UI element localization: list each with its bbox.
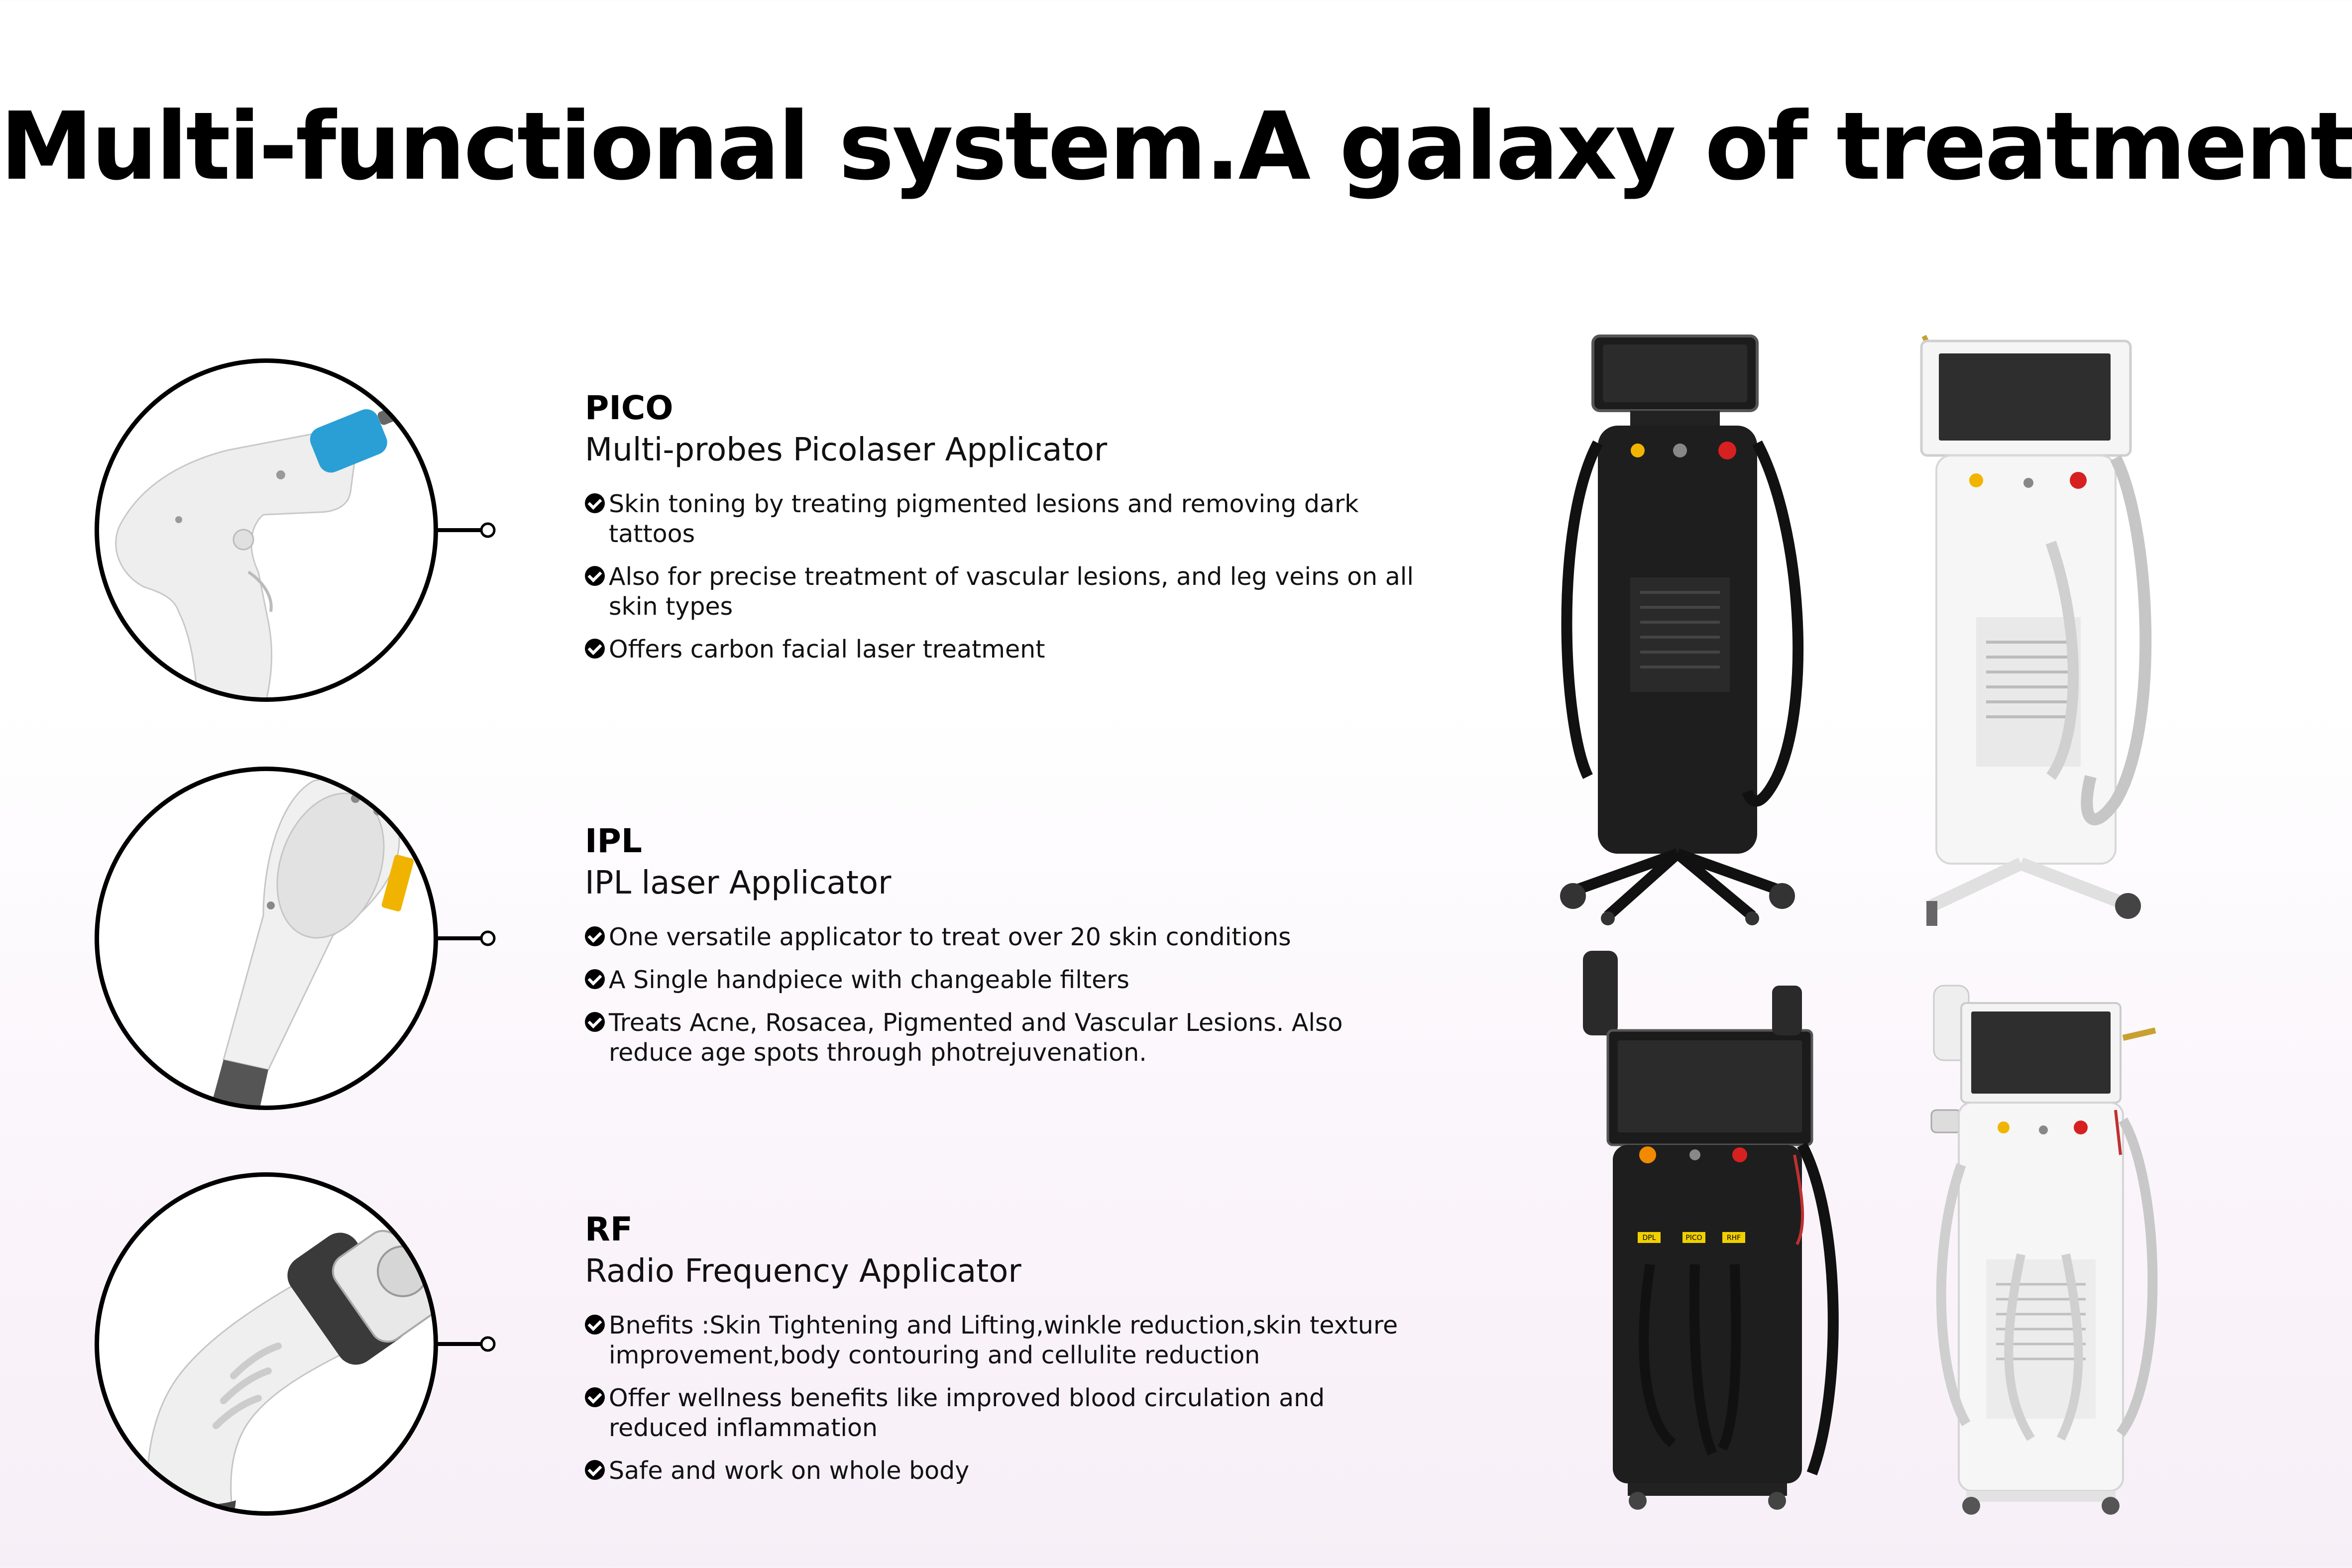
bullet-item: Skin toning by treating pigmented lesion… — [585, 489, 1431, 549]
bullet-text: Bnefits :Skin Tightening and Lifting,win… — [609, 1311, 1398, 1370]
check-circle-icon — [585, 1460, 605, 1480]
pico-label: PICO — [1685, 1234, 1702, 1242]
page-title: Multi-functional system.A galaxy of trea… — [0, 92, 2352, 201]
rf-handpiece-image — [95, 1172, 438, 1516]
pico-label-plate — [1682, 1232, 1705, 1243]
ipl-connector — [438, 930, 496, 946]
check-circle-icon — [585, 1012, 605, 1032]
bullet-item: A Single handpiece with changeable filte… — [585, 965, 1431, 995]
pico-connector — [438, 522, 496, 538]
ipl-handpiece-illustration — [211, 778, 414, 1106]
bullet-item: Offers carbon facial laser treatment — [585, 635, 1431, 665]
bullet-item: One versatile applicator to treat over 2… — [585, 922, 1431, 952]
bullet-text: One versatile applicator to treat over 2… — [609, 923, 1291, 952]
bullet-item: Treats Acne, Rosacea, Pigmented and Vasc… — [585, 1008, 1431, 1068]
check-circle-icon — [585, 969, 605, 990]
dpl-label: DPL — [1642, 1234, 1656, 1242]
check-circle-icon — [585, 926, 605, 947]
section-name: IPL — [585, 822, 642, 860]
bullet-text: A Single handpiece with changeable filte… — [609, 966, 1129, 995]
section-name: RF — [585, 1210, 633, 1248]
bullet-item: Also for precise treatment of vascular l… — [585, 562, 1431, 622]
rf-connector — [438, 1336, 496, 1352]
bullet-item: Offer wellness benefits like improved bl… — [585, 1383, 1431, 1443]
bullet-item: Bnefits :Skin Tightening and Lifting,win… — [585, 1311, 1431, 1370]
white-machine-image — [1920, 335, 2152, 926]
section-subtitle: IPL laser Applicator — [585, 864, 892, 901]
bullet-text: Skin toning by treating pigmented lesion… — [609, 490, 1359, 549]
bullet-item: Safe and work on whole body — [585, 1456, 1431, 1486]
bullet-text: Offer wellness benefits like improved bl… — [609, 1384, 1325, 1443]
section-subtitle: Multi-probes Picolaser Applicator — [585, 431, 1108, 468]
section-ipl: IPL IPL laser Applicator One versatile a… — [585, 822, 1431, 1081]
black-multi-machine-image: DPL PICO RHF — [1583, 951, 1839, 1510]
black-machine-image — [1560, 335, 1804, 925]
ipl-handpiece-image — [95, 767, 438, 1110]
rf-handpiece-illustration — [146, 1230, 434, 1511]
white-multi-machine-image — [1930, 985, 2158, 1515]
dpl-label-plate — [1638, 1232, 1661, 1243]
section-rf: RF Radio Frequency Applicator Bnefits :S… — [585, 1211, 1431, 1499]
rhf-label-plate — [1722, 1232, 1745, 1243]
section-pico: PICO Multi-probes Picolaser Applicator S… — [585, 389, 1431, 677]
section-name: PICO — [585, 389, 673, 427]
bullet-text: Safe and work on whole body — [609, 1456, 970, 1485]
check-circle-icon — [585, 566, 605, 586]
check-circle-icon — [585, 1315, 605, 1335]
check-circle-icon — [585, 493, 605, 514]
check-circle-icon — [585, 639, 605, 659]
bullet-text: Treats Acne, Rosacea, Pigmented and Vasc… — [609, 1008, 1343, 1067]
pico-handpiece-illustration — [115, 390, 434, 697]
bullet-text: Also for precise treatment of vascular l… — [609, 562, 1414, 621]
rhf-label: RHF — [1727, 1234, 1741, 1242]
bullet-text: Offers carbon facial laser treatment — [609, 635, 1045, 664]
pico-handpiece-image — [95, 358, 438, 702]
check-circle-icon — [585, 1387, 605, 1408]
section-subtitle: Radio Frequency Applicator — [585, 1252, 1021, 1290]
